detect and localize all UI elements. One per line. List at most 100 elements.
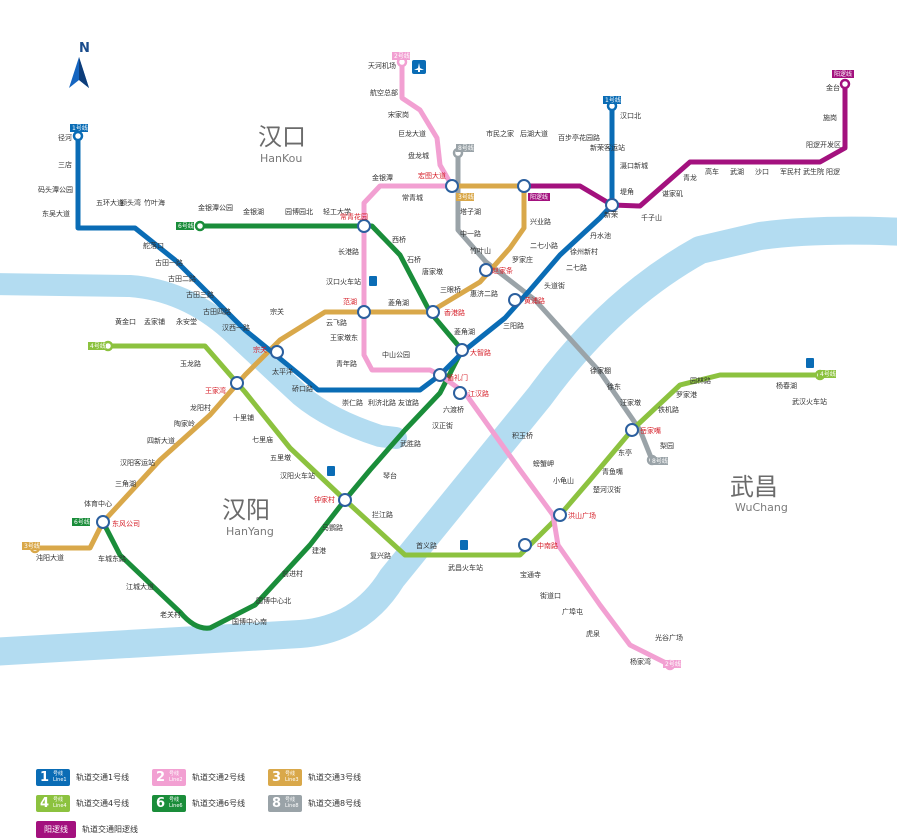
transfer-station[interactable] [96, 515, 110, 529]
station-label[interactable]: 江汉路 [468, 389, 489, 398]
station-label[interactable]: 梨园 [660, 441, 674, 450]
station-label[interactable]: 复兴路 [370, 551, 391, 560]
station-label[interactable]: 国博中心北 [256, 596, 291, 605]
station-label[interactable]: 额头湾 [120, 198, 141, 207]
station-label[interactable]: 金银潭 [372, 173, 393, 182]
station-label[interactable]: 堤角 [620, 187, 634, 196]
station-label[interactable]: 岳家嘴 [640, 426, 661, 435]
station-label[interactable]: 宋家岗 [388, 110, 409, 119]
station-label[interactable]: 小龟山 [553, 476, 574, 485]
station-label[interactable]: 汉阳客运站 [120, 458, 155, 467]
transfer-station[interactable] [517, 179, 531, 193]
station-label[interactable]: 沌阳大道 [36, 553, 64, 562]
station-label[interactable]: 虎泉 [586, 629, 600, 638]
station-label[interactable]: 铁机路 [658, 405, 679, 414]
station-label[interactable]: 杨春湖 [776, 381, 797, 390]
station-label[interactable]: 轻工大学 [323, 207, 351, 216]
station-label[interactable]: 宝通寺 [520, 570, 541, 579]
terminus-station[interactable] [194, 220, 206, 232]
station-label[interactable]: 径河 [58, 133, 72, 142]
station-label[interactable]: 汉阳火车站 [280, 471, 315, 480]
station-label[interactable]: 古田二路 [168, 274, 196, 283]
station-label[interactable]: 青龙 [683, 173, 697, 182]
station-label[interactable]: 金台 [826, 83, 840, 92]
station-label[interactable]: 西桥 [392, 235, 406, 244]
station-label[interactable]: 龙阳村 [190, 403, 211, 412]
station-label[interactable]: 高车 [705, 167, 719, 176]
station-label[interactable]: 中一路 [460, 229, 481, 238]
station-label[interactable]: 宗关 [253, 345, 267, 354]
station-label[interactable]: 永安堂 [176, 317, 197, 326]
station-label[interactable]: 赵家条 [492, 266, 513, 275]
station-label[interactable]: 阳逻 [826, 167, 840, 176]
station-label[interactable]: 老关村 [160, 610, 181, 619]
transfer-station[interactable] [433, 368, 447, 382]
station-label[interactable]: 盘龙城 [408, 151, 429, 160]
station-label[interactable]: 崇仁路 [342, 398, 363, 407]
transfer-station[interactable] [357, 305, 371, 319]
station-label[interactable]: 五里墩 [270, 453, 291, 462]
station-label[interactable]: 惠济二路 [470, 289, 498, 298]
station-label[interactable]: 二七路 [566, 263, 587, 272]
station-label[interactable]: 天河机场 [368, 61, 396, 70]
station-label[interactable]: 积玉桥 [512, 431, 533, 440]
station-label[interactable]: 武胜路 [400, 439, 421, 448]
station-label[interactable]: 五环大道 [96, 198, 124, 207]
station-label[interactable]: 码头潭公园 [38, 185, 73, 194]
station-label[interactable]: 新荣 [604, 210, 618, 219]
station-label[interactable]: 香港路 [444, 308, 465, 317]
station-label[interactable]: 中南路 [537, 541, 558, 550]
station-label[interactable]: 金银潭公园 [198, 203, 233, 212]
station-label[interactable]: 楚河汉街 [593, 485, 621, 494]
station-label[interactable]: 汪家墩 [620, 398, 641, 407]
transfer-station[interactable] [508, 293, 522, 307]
station-label[interactable]: 千子山 [641, 213, 662, 222]
station-label[interactable]: 东亭 [618, 448, 632, 457]
station-label[interactable]: 徐东 [607, 382, 621, 391]
station-label[interactable]: 武生院 [803, 167, 824, 176]
station-label[interactable]: 三店 [58, 160, 72, 169]
station-label[interactable]: 三阳路 [503, 321, 524, 330]
station-label[interactable]: 汉正街 [432, 421, 453, 430]
station-label[interactable]: 徐州新村 [570, 247, 598, 256]
station-label[interactable]: 青年路 [336, 359, 357, 368]
station-label[interactable]: 拦江路 [372, 510, 393, 519]
terminus-station[interactable] [72, 130, 84, 142]
station-label[interactable]: 琴台 [383, 471, 397, 480]
station-label[interactable]: 罗家庄 [512, 255, 533, 264]
station-label[interactable]: 范湖 [343, 297, 357, 306]
station-label[interactable]: 光谷广场 [655, 633, 683, 642]
station-label[interactable]: 阳逻开发区 [806, 140, 841, 149]
station-label[interactable]: 首义路 [416, 541, 437, 550]
station-label[interactable]: 广埠屯 [562, 607, 583, 616]
station-label[interactable]: 沙口 [755, 168, 769, 176]
station-label[interactable]: 施岗 [823, 113, 837, 122]
station-label[interactable]: 云飞路 [326, 318, 347, 327]
station-label[interactable]: 园林路 [690, 376, 711, 385]
station-label[interactable]: 太平洋 [272, 367, 293, 376]
station-label[interactable]: 十里铺 [233, 413, 254, 422]
station-label[interactable]: 杨家湾 [630, 657, 651, 666]
station-label[interactable]: 常青城 [402, 193, 423, 202]
station-label[interactable]: 丹水池 [590, 231, 611, 240]
station-label[interactable]: 宏图大道 [418, 171, 446, 180]
station-label[interactable]: 螃蟹岬 [533, 459, 554, 468]
station-label[interactable]: 武汉火车站 [792, 397, 827, 406]
station-label[interactable]: 前进村 [282, 569, 303, 578]
station-label[interactable]: 罗家港 [676, 390, 697, 399]
station-label[interactable]: 汉口北 [620, 112, 641, 120]
station-label[interactable]: 街道口 [540, 591, 561, 600]
station-label[interactable]: 宗关 [270, 307, 284, 316]
station-label[interactable]: 唐家墩 [422, 267, 443, 276]
station-label[interactable]: 汉西一路 [222, 323, 250, 332]
transfer-station[interactable] [338, 493, 352, 507]
transfer-station[interactable] [426, 305, 440, 319]
transfer-station[interactable] [479, 263, 493, 277]
station-label[interactable]: 古田三路 [186, 290, 214, 299]
station-label[interactable]: 钟家村 [314, 495, 335, 504]
station-label[interactable]: 三角湖 [115, 479, 136, 488]
station-label[interactable]: 利济北路 [368, 398, 396, 407]
station-label[interactable]: 新荣客运站 [590, 143, 625, 152]
